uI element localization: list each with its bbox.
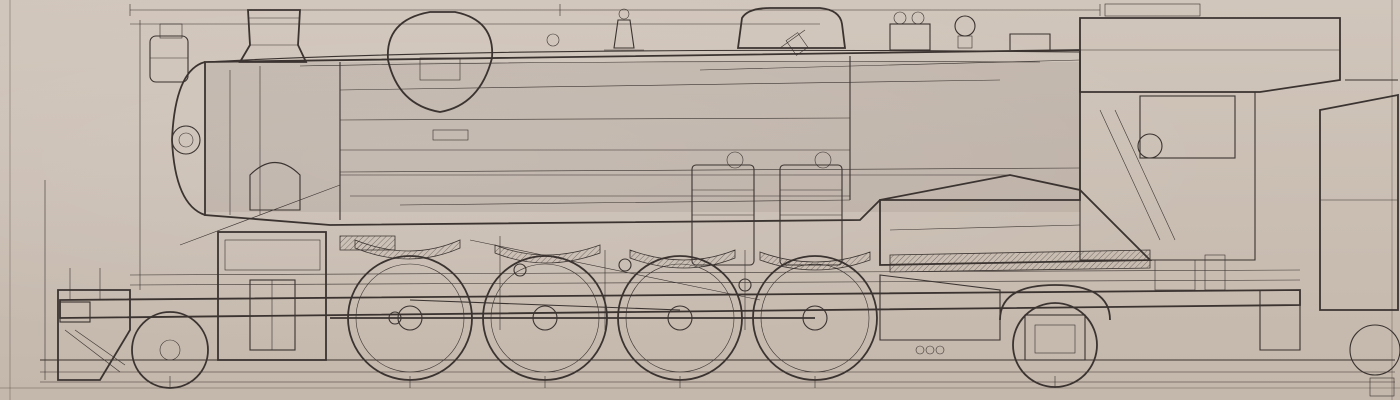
smokestack-icon: [238, 9, 308, 63]
boiler: [204, 49, 1081, 226]
headlight-icon: [149, 23, 189, 83]
ashpan: [879, 254, 1301, 355]
bell-icon: [604, 8, 644, 51]
steam-dome-icon: [736, 7, 847, 56]
sand-dome-icon: [387, 11, 494, 141]
firebox: [879, 174, 1153, 273]
tender: [1319, 79, 1400, 376]
leaf-springs: [354, 239, 871, 271]
piping: [179, 49, 1081, 246]
left-dimension-line: [44, 20, 141, 380]
top-dimension-line: [129, 4, 1101, 25]
rail-line: [40, 359, 1395, 383]
air-pumps: [691, 151, 843, 266]
wheelbase-dimensions: [169, 376, 1056, 388]
frame: [59, 269, 1301, 319]
safety-valves: [546, 11, 1051, 51]
cab-icon: [1079, 3, 1341, 261]
valve-gear: [330, 236, 815, 330]
smokebox: [171, 61, 301, 216]
title-stamp: [1369, 377, 1395, 397]
cylinder-icon: [217, 231, 396, 361]
pilot: [57, 268, 131, 381]
